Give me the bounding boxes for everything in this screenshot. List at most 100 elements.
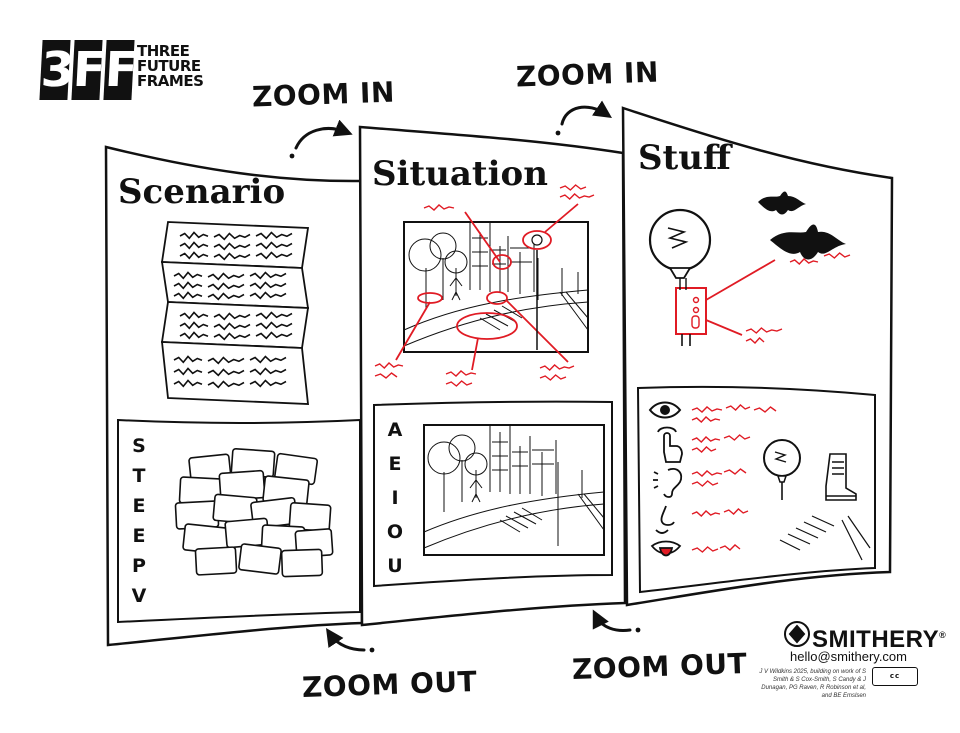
handwriting-scribble <box>691 436 721 443</box>
stuff-panel <box>621 106 894 607</box>
handwriting-scribble <box>249 367 287 376</box>
handwriting-scribble <box>753 406 777 413</box>
handwriting-scribble <box>255 241 293 250</box>
handwriting-scribble <box>423 204 455 211</box>
handwriting-scribble <box>207 272 245 281</box>
handwriting-scribble <box>255 331 293 340</box>
boot-icon <box>825 453 857 501</box>
handwriting-scribble <box>823 252 851 259</box>
steepv-letter: E <box>132 495 146 517</box>
handwriting-scribble <box>374 372 398 379</box>
nose-icon <box>655 505 675 534</box>
steepv-letters: S T E E P V <box>128 436 150 616</box>
handwriting-scribble <box>249 379 287 388</box>
smithery-logo-icon <box>784 621 810 647</box>
handwriting-scribble <box>723 468 747 475</box>
handwriting-scribble <box>723 434 751 441</box>
handwriting-scribble <box>213 252 251 261</box>
cc-license-badge: cc <box>872 667 918 686</box>
aeiou-letter: A <box>387 419 403 441</box>
handwriting-scribble <box>445 380 473 387</box>
aeiou-letter: O <box>386 521 404 543</box>
handwriting-scribble <box>249 355 287 364</box>
mouth-icon <box>650 540 682 557</box>
zoom-out-label: ZOOM OUT <box>301 664 478 705</box>
handwriting-scribble <box>173 367 203 376</box>
steepv-letter: V <box>131 585 147 607</box>
handwriting-scribble <box>445 370 477 377</box>
zoom-out-label: ZOOM OUT <box>571 646 748 687</box>
handwriting-scribble <box>207 292 245 301</box>
handwriting-scribble <box>173 355 203 364</box>
steepv-letter: E <box>132 525 146 547</box>
document-scribbles <box>173 231 293 389</box>
steepv-letter: T <box>132 465 146 487</box>
ear-icon <box>653 468 683 498</box>
handwriting-scribble <box>249 291 287 300</box>
logo-line: FUTURE <box>137 57 201 75</box>
handwriting-scribble <box>173 281 203 290</box>
handwriting-scribble <box>207 356 245 365</box>
handwriting-scribble <box>539 374 567 381</box>
credit-text: J V Wildkins 2025, building on work of S… <box>759 669 866 699</box>
handwriting-scribble <box>745 327 783 334</box>
logo-wordmark: THREE FUTURE FRAMES <box>137 44 204 90</box>
aeiou-letter: U <box>387 555 403 577</box>
street-scene <box>423 424 605 556</box>
handwriting-scribble <box>374 362 404 369</box>
zoom-arrows <box>289 100 641 653</box>
handwriting-scribble <box>179 321 209 330</box>
handwriting-scribble <box>173 291 203 300</box>
handwriting-scribble <box>789 258 819 265</box>
zoom-in-label: ZOOM IN <box>515 55 660 94</box>
handwriting-scribble <box>213 312 251 321</box>
scenario-title: Scenario <box>118 172 286 212</box>
handwriting-scribble <box>691 510 721 517</box>
handwriting-scribble <box>179 311 209 320</box>
handwriting-scribble <box>559 193 595 200</box>
handwriting-scribble <box>725 404 751 411</box>
card-stack <box>174 447 334 578</box>
handwriting-scribble <box>179 241 209 250</box>
handwriting-scribble <box>207 368 245 377</box>
aeiou-letter: E <box>388 453 402 475</box>
steepv-letter: P <box>132 555 146 577</box>
logo-line: FRAMES <box>137 72 204 90</box>
handwriting-scribble <box>173 271 203 280</box>
handwriting-scribble <box>255 321 293 330</box>
handwriting-scribble <box>559 184 587 191</box>
balloon-icon-small <box>763 439 801 500</box>
handwriting-scribble <box>691 480 719 487</box>
handwriting-scribble <box>691 546 719 553</box>
handwriting-scribble <box>213 332 251 341</box>
eye-icon <box>648 401 682 419</box>
handwriting-scribble <box>255 311 293 320</box>
street-scene-annotated <box>374 184 595 387</box>
stuff-crosswalk <box>779 515 871 561</box>
folded-document <box>160 221 310 405</box>
handwriting-scribble <box>213 232 251 241</box>
handwriting-scribble <box>719 544 741 551</box>
handwriting-scribble <box>207 380 245 389</box>
smithery-wordmark: SMITHERY® <box>812 626 947 653</box>
handwriting-scribble <box>173 379 203 388</box>
handwriting-scribble <box>207 282 245 291</box>
handwriting-scribble <box>255 231 293 240</box>
handwriting-scribble <box>691 470 723 477</box>
handwriting-scribble <box>745 337 765 344</box>
handwriting-scribble <box>179 331 209 340</box>
stuff-annotation-lines <box>705 259 776 336</box>
handwriting-scribble <box>691 406 723 413</box>
situation-title: Situation <box>372 154 548 194</box>
handwriting-scribble <box>255 251 293 260</box>
stuff-title: Stuff <box>638 138 731 178</box>
contact-email[interactable]: hello@smithery.com <box>790 649 907 664</box>
handwriting-scribble <box>213 322 251 331</box>
aeiou-letter: I <box>391 487 399 509</box>
handwriting-scribble <box>249 271 287 280</box>
handwriting-scribble <box>213 242 251 251</box>
handwriting-scribble <box>179 231 209 240</box>
handwriting-scribble <box>691 416 721 423</box>
handwriting-scribble <box>723 508 749 515</box>
